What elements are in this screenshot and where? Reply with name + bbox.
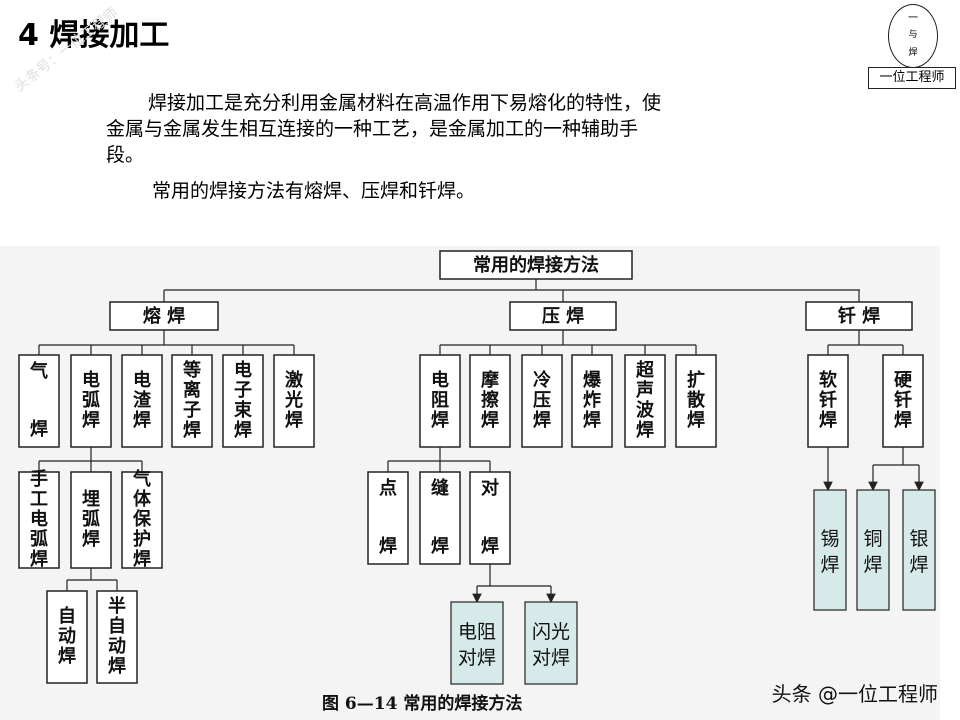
brand-credit: 头条 @一位工程师: [771, 682, 938, 706]
method-label: 摩擦焊: [481, 369, 499, 431]
category-label: 钎 焊: [838, 305, 880, 327]
method-label: 点焊: [379, 477, 397, 557]
method-label: 锡焊: [820, 528, 839, 576]
method-label: 缝焊: [431, 477, 449, 557]
method-box: [419, 471, 461, 565]
method-label: 自动焊: [58, 605, 76, 667]
category-box: [509, 301, 617, 331]
method-label: 电弧焊: [82, 369, 100, 431]
method-box: [121, 354, 163, 448]
method-box: [46, 590, 88, 684]
method-box: [70, 354, 112, 448]
method-box: [624, 354, 666, 448]
method-label: 手工电弧焊: [30, 468, 48, 570]
category-box: [109, 301, 219, 331]
method-box: [882, 354, 924, 448]
method-box: [273, 354, 315, 448]
logo-char: 焊: [908, 48, 918, 58]
category-label: 压 焊: [542, 306, 584, 327]
method-label: 激光焊: [284, 369, 303, 431]
method-box: [675, 354, 717, 448]
category-box: [805, 301, 913, 331]
method-label: 电渣焊: [133, 369, 152, 431]
method-label: 半自动焊: [108, 595, 126, 677]
method-box: [469, 471, 511, 565]
method-box: [96, 590, 138, 684]
method-box: [450, 601, 504, 685]
method-box: [524, 601, 578, 685]
method-label: 气体保护焊: [132, 468, 152, 570]
method-label: 软钎焊: [819, 369, 837, 431]
category-label: 常用的焊接方法: [473, 254, 599, 276]
method-box: [121, 471, 163, 569]
logo-char: 与: [908, 30, 918, 40]
method-box: [856, 489, 890, 611]
method-box: [18, 354, 60, 448]
method-box: [571, 354, 613, 448]
brand-logo: 一 与 焊 一位工程师: [868, 4, 956, 89]
method-box: [222, 354, 264, 448]
figure-caption: 图 6—14 常用的焊接方法: [322, 693, 522, 714]
intro-line-2: 金属与金属发生相互连接的一种工艺，是金属加工的一种辅助手: [106, 118, 639, 140]
intro-line-3: 段。: [106, 144, 145, 166]
intro-line-1: 焊接加工是充分利用金属材料在高温作用下易熔化的特性，使: [148, 92, 662, 114]
logo-label: 一位工程师: [868, 67, 956, 89]
method-box: [902, 489, 936, 611]
method-label: 电阻对焊: [458, 621, 496, 669]
method-label: 气焊: [29, 360, 48, 440]
method-box: [171, 354, 213, 448]
method-label: 等离子焊: [183, 359, 201, 441]
category-box: [439, 250, 633, 280]
method-label: 扩散焊: [687, 369, 706, 431]
method-label: 埋弧焊: [82, 489, 100, 550]
method-label: 铜焊: [863, 528, 882, 576]
method-label: 银焊: [909, 528, 928, 576]
method-label: 爆炸焊: [583, 370, 602, 431]
method-box: [18, 471, 60, 569]
method-box: [521, 354, 563, 448]
method-box: [813, 489, 847, 611]
method-box: [70, 471, 112, 569]
category-label: 熔 焊: [143, 305, 185, 327]
page-title: 4 焊接加工: [18, 18, 170, 53]
method-label: 电子束焊: [234, 359, 253, 441]
method-box: [469, 354, 511, 448]
logo-char: 一: [908, 13, 918, 24]
method-label: 硬钎焊: [894, 370, 913, 431]
method-box: [807, 354, 849, 448]
method-box: [419, 354, 461, 448]
method-label: 超声波焊: [635, 359, 655, 441]
method-label: 闪光对焊: [532, 621, 570, 669]
method-label: 电阻焊: [431, 369, 449, 431]
method-label: 对焊: [481, 477, 499, 557]
methods-line: 常用的焊接方法有熔焊、压焊和钎焊。: [152, 180, 476, 202]
method-box: [367, 471, 409, 565]
method-label: 冷压焊: [533, 369, 551, 431]
